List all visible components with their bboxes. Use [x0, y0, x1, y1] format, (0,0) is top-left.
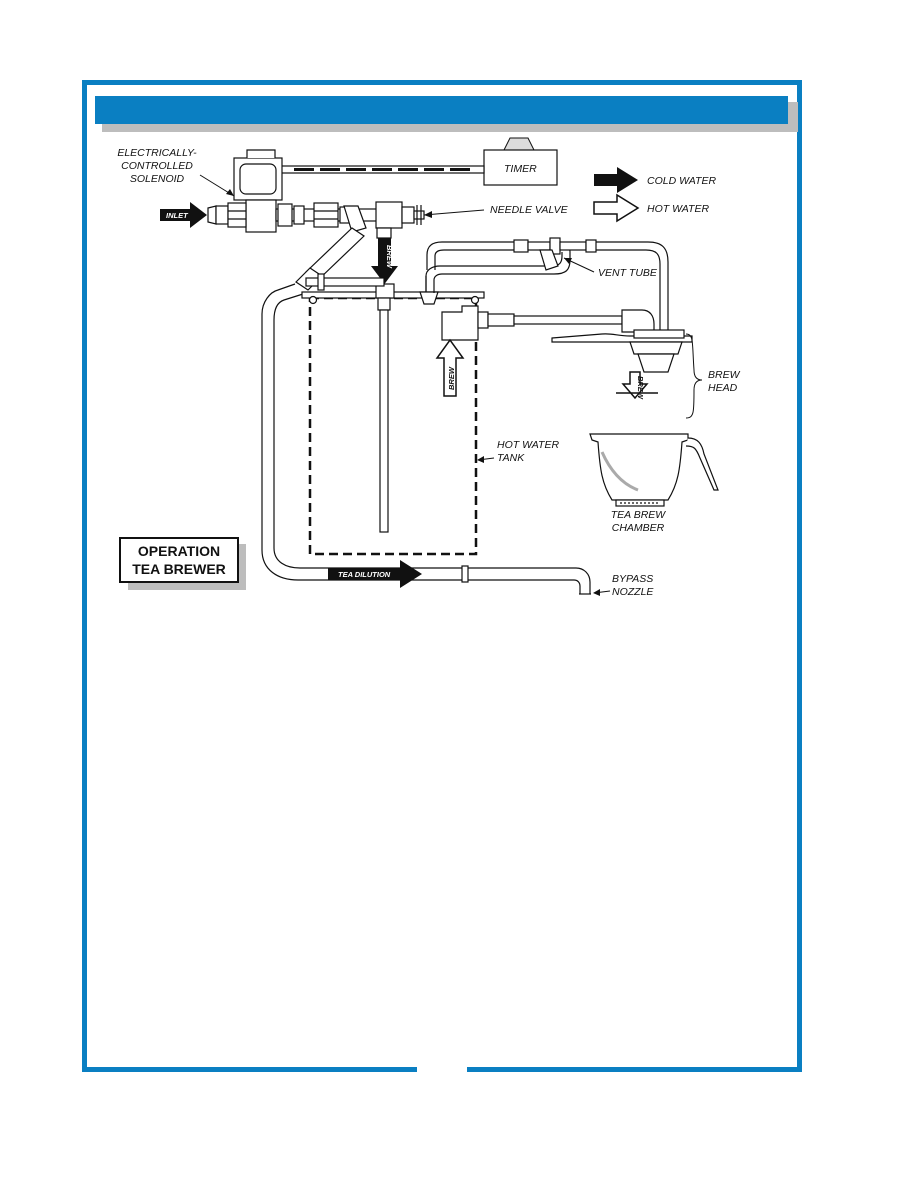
needle-valve: [413, 205, 425, 225]
legend: COLD WATER HOT WATER: [593, 167, 716, 223]
tea-dilution-arrow: [328, 560, 422, 588]
needle-valve-label: NEEDLE VALVE: [490, 204, 569, 216]
brew-label-down: BREW: [385, 245, 394, 269]
brew-arrow-head: [616, 371, 658, 400]
brew-label-head: BREW: [636, 376, 645, 400]
brew-arrow-up: [435, 338, 465, 397]
timer-label: TIMER: [504, 163, 537, 175]
brew-label-up: BREW: [447, 366, 456, 390]
svg-text:HEAD: HEAD: [708, 382, 738, 394]
svg-text:TEA BREW: TEA BREW: [611, 509, 667, 521]
brew-head-bracket: [685, 333, 703, 419]
operation-badge-line2: TEA BREWER: [132, 561, 226, 577]
vent-tube-leader: [563, 257, 595, 273]
brew-head-feed-pipe: [596, 241, 669, 330]
tea-dilution-pipe: [261, 283, 591, 595]
svg-text:BYPASS: BYPASS: [612, 573, 653, 585]
vent-tube-fittings: [513, 237, 597, 271]
brew-outlet-elbow: [441, 305, 655, 341]
hot-water-tank: [301, 283, 485, 556]
tea-brew-chamber-label: TEA BREW CHAMBER: [611, 509, 667, 534]
bypass-nozzle-leader: [593, 589, 611, 596]
bypass-nozzle-label: BYPASS NOZZLE: [612, 573, 654, 598]
solenoid-leader: [199, 174, 235, 197]
legend-hot-water-label: HOT WATER: [647, 203, 709, 215]
tea-brewer-diagram: COLD WATER HOT WATER TIMER ELECTRICALLY-…: [82, 80, 802, 1072]
page-frame: COLD WATER HOT WATER TIMER ELECTRICALLY-…: [82, 80, 802, 1072]
header-banner: [95, 96, 788, 124]
legend-cold-water-label: COLD WATER: [647, 175, 716, 187]
solenoid-label: ELECTRICALLY- CONTROLLED SOLENOID: [117, 147, 197, 185]
timer: [483, 137, 558, 186]
hot-water-tank-label: HOT WATER TANK: [497, 439, 559, 464]
brew-head-label: BREW HEAD: [708, 369, 741, 394]
page-border: [82, 80, 802, 1072]
tank-top-pipe: [305, 273, 385, 291]
tea-dilution-label: TEA DILUTION: [338, 570, 391, 579]
operation-badge-line1: OPERATION: [138, 543, 220, 559]
svg-text:NOZZLE: NOZZLE: [612, 586, 654, 598]
svg-text:BREW: BREW: [708, 369, 741, 381]
inlet-fitting: [207, 202, 247, 228]
svg-text:CONTROLLED: CONTROLLED: [121, 160, 193, 172]
svg-text:HOT WATER: HOT WATER: [497, 439, 559, 451]
hot-water-tank-leader: [477, 456, 495, 463]
inlet-arrow: [160, 202, 207, 228]
operation-badge: [119, 537, 239, 583]
solenoid: [233, 149, 283, 233]
tank-inlet-stem: [376, 227, 392, 239]
brew-arrow-down: [371, 238, 398, 284]
svg-text:SOLENOID: SOLENOID: [130, 173, 185, 185]
vent-tube-label: VENT TUBE: [598, 267, 658, 279]
brew-head: [551, 329, 693, 373]
timer-wire: [279, 165, 485, 174]
inlet-label: INLET: [166, 211, 189, 220]
tea-brew-chamber: [589, 433, 719, 507]
legend-cold-water-arrow: [594, 167, 638, 193]
svg-text:ELECTRICALLY-: ELECTRICALLY-: [117, 147, 197, 159]
legend-hot-water-arrow: [593, 193, 640, 223]
svg-text:TANK: TANK: [497, 452, 525, 464]
needle-valve-leader: [423, 209, 485, 218]
svg-text:CHAMBER: CHAMBER: [612, 522, 665, 534]
